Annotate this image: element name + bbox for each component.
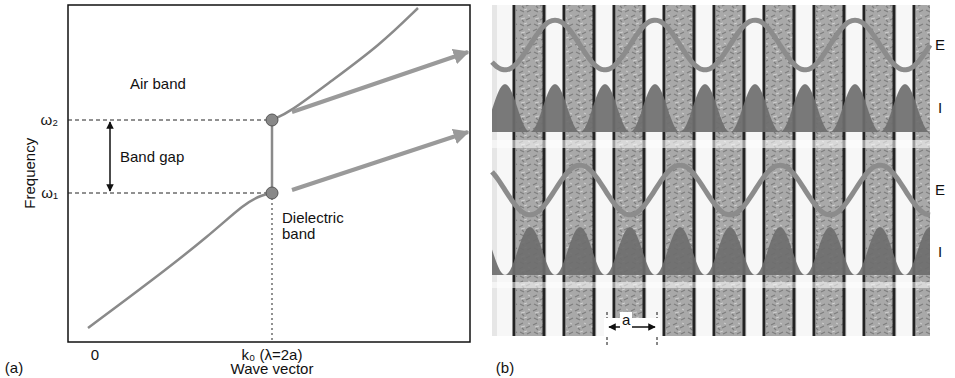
field-wave — [492, 165, 930, 215]
panel-letter: (b) — [496, 360, 514, 377]
dielectric-band-curve — [88, 193, 272, 328]
crystal-frame — [492, 5, 930, 336]
field-wave — [492, 20, 930, 70]
intensity-profile — [492, 227, 930, 275]
band-gap-arrow — [109, 122, 111, 191]
pointer-arrow — [292, 52, 468, 112]
band-edge-dot — [266, 114, 278, 126]
frequency-tick: ω₂ — [40, 112, 58, 129]
intensity-symbol: I — [938, 100, 942, 117]
pointer-arrow — [292, 132, 468, 190]
intensity-profile — [492, 84, 930, 132]
dashed-line — [68, 193, 272, 194]
period-label: a — [620, 312, 632, 329]
field-symbol: E — [935, 37, 945, 54]
frequency-tick: ω₁ — [41, 185, 58, 202]
field-symbol: E — [935, 182, 945, 199]
air-band-curve — [272, 8, 418, 120]
band-name: Air band — [130, 76, 186, 93]
row-gap — [492, 140, 930, 148]
intensity-symbol: I — [938, 244, 942, 261]
plot-frame — [68, 5, 470, 342]
dotted-line — [272, 193, 273, 342]
axis-title: Frequency — [22, 138, 39, 209]
row-gap — [492, 282, 930, 288]
gap-name: Band gap — [120, 149, 184, 166]
band-edge-dot — [266, 187, 278, 199]
axis-title: Wave vector — [231, 361, 314, 378]
gap-line — [271, 120, 274, 193]
band-name: Dielectric band — [282, 210, 362, 243]
dashed-line — [68, 120, 272, 121]
axis-tick: 0 — [91, 347, 99, 364]
panel-letter: (a) — [5, 360, 23, 377]
